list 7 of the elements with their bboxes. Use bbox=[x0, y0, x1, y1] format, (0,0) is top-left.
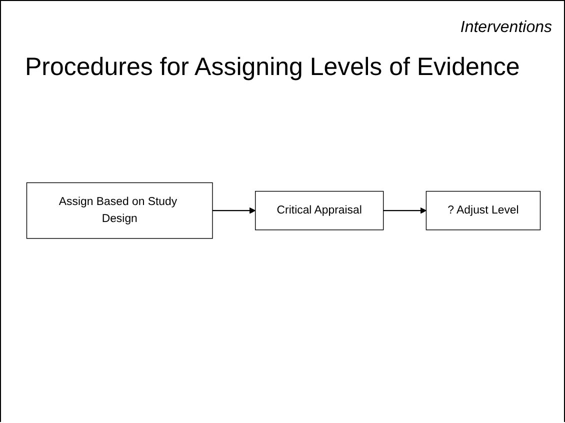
node-box: Assign Based on Study Design bbox=[26, 182, 213, 240]
node-box: ? Adjust Level bbox=[426, 191, 541, 231]
arrow bbox=[212, 208, 256, 214]
node-box: Critical Appraisal bbox=[255, 191, 384, 231]
slide-title: Procedures for Assigning Levels of Evidence bbox=[25, 53, 520, 82]
arrow bbox=[383, 208, 426, 214]
section-label: Interventions bbox=[460, 19, 552, 37]
